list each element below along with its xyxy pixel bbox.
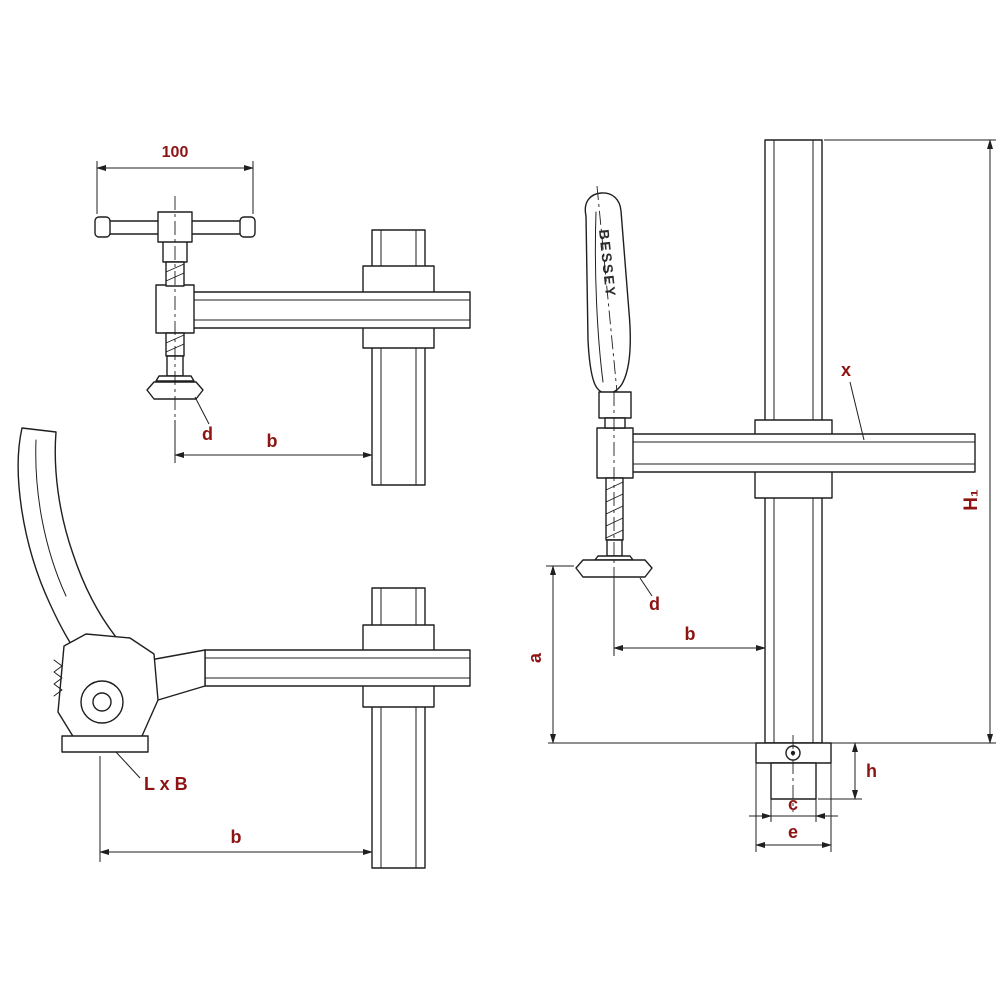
label-d-right: d [639, 577, 660, 614]
label-d-top-left: d [194, 396, 213, 444]
dimension-h1: H₁ [824, 139, 996, 744]
clamp-arm-top-left [185, 291, 471, 329]
clamp-arm-right [611, 433, 976, 473]
b-label: b [231, 827, 242, 847]
d-label: d [202, 424, 213, 444]
lever-clamp-body [53, 633, 159, 753]
dimension-c: c [749, 794, 838, 822]
pivot-inner [92, 692, 112, 712]
a-label: a [525, 652, 545, 663]
handle-ferrule [598, 391, 632, 419]
spindle-neck [604, 417, 626, 429]
center-line-handle [596, 185, 618, 393]
b-label: b [685, 624, 696, 644]
cam-serration [53, 659, 63, 697]
lever-handle [17, 427, 121, 667]
lxb-label: L x B [144, 774, 188, 794]
pivot-outer [80, 680, 124, 724]
view-top-left-clamp: 100 d b [94, 144, 471, 486]
label-x: x [841, 360, 865, 441]
x-label: x [841, 360, 851, 380]
e-label: e [788, 822, 798, 842]
dimension-b-top-left: b [174, 420, 373, 463]
dimension-100: 100 [96, 144, 254, 214]
label-lxb: L x B [115, 751, 188, 794]
dimension-a: a [525, 565, 574, 744]
spindle-right [605, 477, 624, 557]
b-label: b [267, 431, 278, 451]
view-bottom-left-clamp: L x B b [17, 427, 471, 869]
rail-end-adapter [755, 735, 832, 812]
c-label: c [788, 794, 798, 814]
dimension-100-label: 100 [162, 144, 189, 161]
dimension-h: h [818, 742, 877, 800]
dimension-b-bottom-left: b [99, 756, 373, 862]
h1-label: H₁ [961, 489, 982, 511]
dimension-e: e [755, 763, 832, 852]
spindle-boss-right [596, 427, 634, 479]
d-label: d [649, 594, 660, 614]
view-right-clamp: BESSEY x d H₁ a [525, 139, 996, 852]
h-label: h [866, 761, 877, 781]
dimension-b-right: b [613, 580, 766, 656]
brand-logo: BESSEY [596, 229, 619, 299]
